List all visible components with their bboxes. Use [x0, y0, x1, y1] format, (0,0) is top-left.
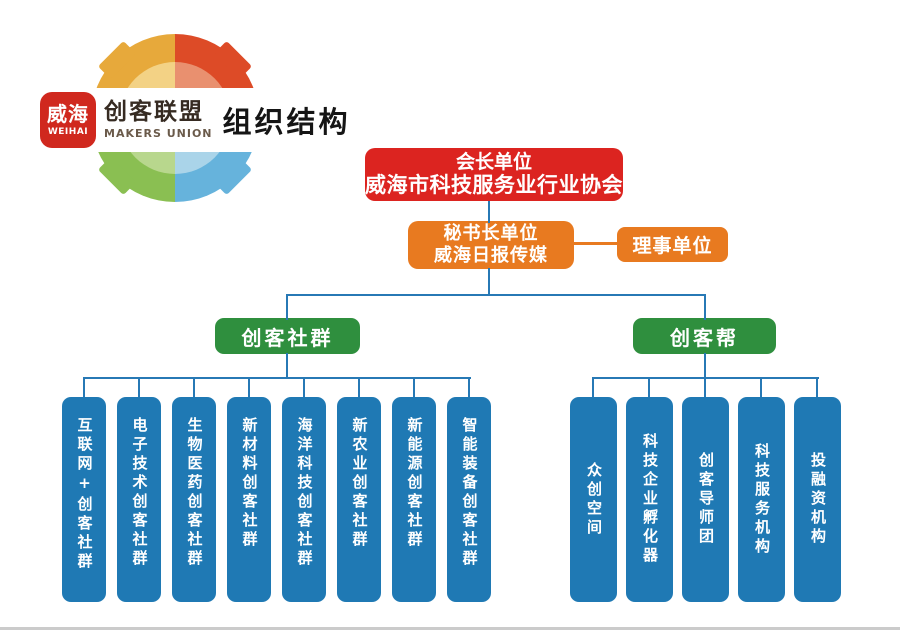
weihai-badge: 威海 WEIHAI: [40, 92, 96, 148]
connector-secretary-director: [572, 242, 618, 245]
director-unit-box: 理事单位: [617, 227, 728, 262]
connector-left-group-down: [286, 353, 288, 379]
member-box-internet: 互联网+创客社群: [62, 397, 106, 602]
member-box-smart-equipment: 智能装备创客社群: [447, 397, 491, 602]
member-label: 科技企业孵化器: [641, 433, 659, 566]
member-box-new-materials: 新材料创客社群: [227, 397, 271, 602]
connector-left-drop: [468, 377, 470, 398]
badge-chinese-text: 威海: [47, 102, 89, 126]
maker-community-group-box: 创客社群: [215, 318, 360, 354]
maker-help-members: 众创空间 科技企业孵化器 创客导师团 科技服务机构 投融资机构: [570, 397, 841, 602]
maker-help-group-box: 创客帮: [633, 318, 776, 354]
member-box-electronics: 电子技术创客社群: [117, 397, 161, 602]
connector-right-drop: [592, 377, 594, 398]
member-label: 新能源创客社群: [405, 417, 424, 550]
secretary-unit-name: 威海日报传媒: [434, 245, 548, 266]
member-box-investment: 投融资机构: [794, 397, 841, 602]
member-label: 电子技术创客社群: [130, 417, 149, 569]
member-label: 众创空间: [585, 461, 603, 538]
connector-drop-left-group: [286, 294, 288, 320]
president-unit-role: 会长单位: [455, 150, 532, 173]
connector-right-drop: [816, 377, 818, 398]
bottom-divider: [0, 627, 900, 630]
member-label: 创客导师团: [697, 452, 715, 547]
union-wordmark: 创客联盟 MAKERS UNION: [104, 98, 213, 141]
member-box-new-agriculture: 新农业创客社群: [337, 397, 381, 602]
president-unit-box: 会长单位 威海市科技服务业行业协会: [365, 148, 623, 201]
member-label: 海洋科技创客社群: [295, 417, 314, 569]
connector-president-secretary: [488, 201, 490, 223]
page-title: 组织结构: [222, 105, 351, 139]
member-box-marine-tech: 海洋科技创客社群: [282, 397, 326, 602]
connector-main-horizontal: [286, 294, 706, 296]
member-box-new-energy: 新能源创客社群: [392, 397, 436, 602]
connector-left-drop: [248, 377, 250, 398]
member-label: 新农业创客社群: [350, 417, 369, 550]
connector-left-drop: [358, 377, 360, 398]
maker-community-members: 互联网+创客社群 电子技术创客社群 生物医药创客社群 新材料创客社群 海洋科技创…: [62, 397, 491, 602]
connector-left-drop: [193, 377, 195, 398]
connector-left-fan-horizontal: [83, 377, 471, 379]
president-unit-name: 威海市科技服务业行业协会: [365, 173, 623, 198]
connector-right-group-down: [704, 353, 706, 379]
member-box-tech-service: 科技服务机构: [738, 397, 785, 602]
connector-left-drop: [83, 377, 85, 398]
member-label: 互联网+创客社群: [75, 417, 94, 572]
member-label: 生物医药创客社群: [185, 417, 204, 569]
connector-right-drop: [704, 377, 706, 398]
union-english-text: MAKERS UNION: [104, 127, 213, 141]
member-label: 智能装备创客社群: [460, 417, 479, 569]
logo-band: 威海 WEIHAI 创客联盟 MAKERS UNION 组织结构: [40, 88, 348, 152]
member-box-mentor-group: 创客导师团: [682, 397, 729, 602]
connector-right-drop: [760, 377, 762, 398]
member-label: 新材料创客社群: [240, 417, 259, 550]
connector-secretary-down: [488, 268, 490, 296]
connector-right-drop: [648, 377, 650, 398]
union-chinese-text: 创客联盟: [104, 98, 204, 125]
secretary-unit-box: 秘书长单位 威海日报传媒: [408, 221, 574, 269]
badge-english-text: WEIHAI: [47, 127, 89, 137]
member-label: 科技服务机构: [753, 442, 771, 557]
makers-union-logo: 威海 WEIHAI 创客联盟 MAKERS UNION 组织结构: [40, 18, 348, 213]
secretary-unit-role: 秘书长单位: [443, 222, 539, 244]
member-box-incubator: 科技企业孵化器: [626, 397, 673, 602]
connector-left-drop: [303, 377, 305, 398]
connector-drop-right-group: [704, 294, 706, 320]
connector-left-drop: [413, 377, 415, 398]
member-box-biomedicine: 生物医药创客社群: [172, 397, 216, 602]
member-box-makerspace: 众创空间: [570, 397, 617, 602]
connector-left-drop: [138, 377, 140, 398]
member-label: 投融资机构: [809, 452, 827, 547]
